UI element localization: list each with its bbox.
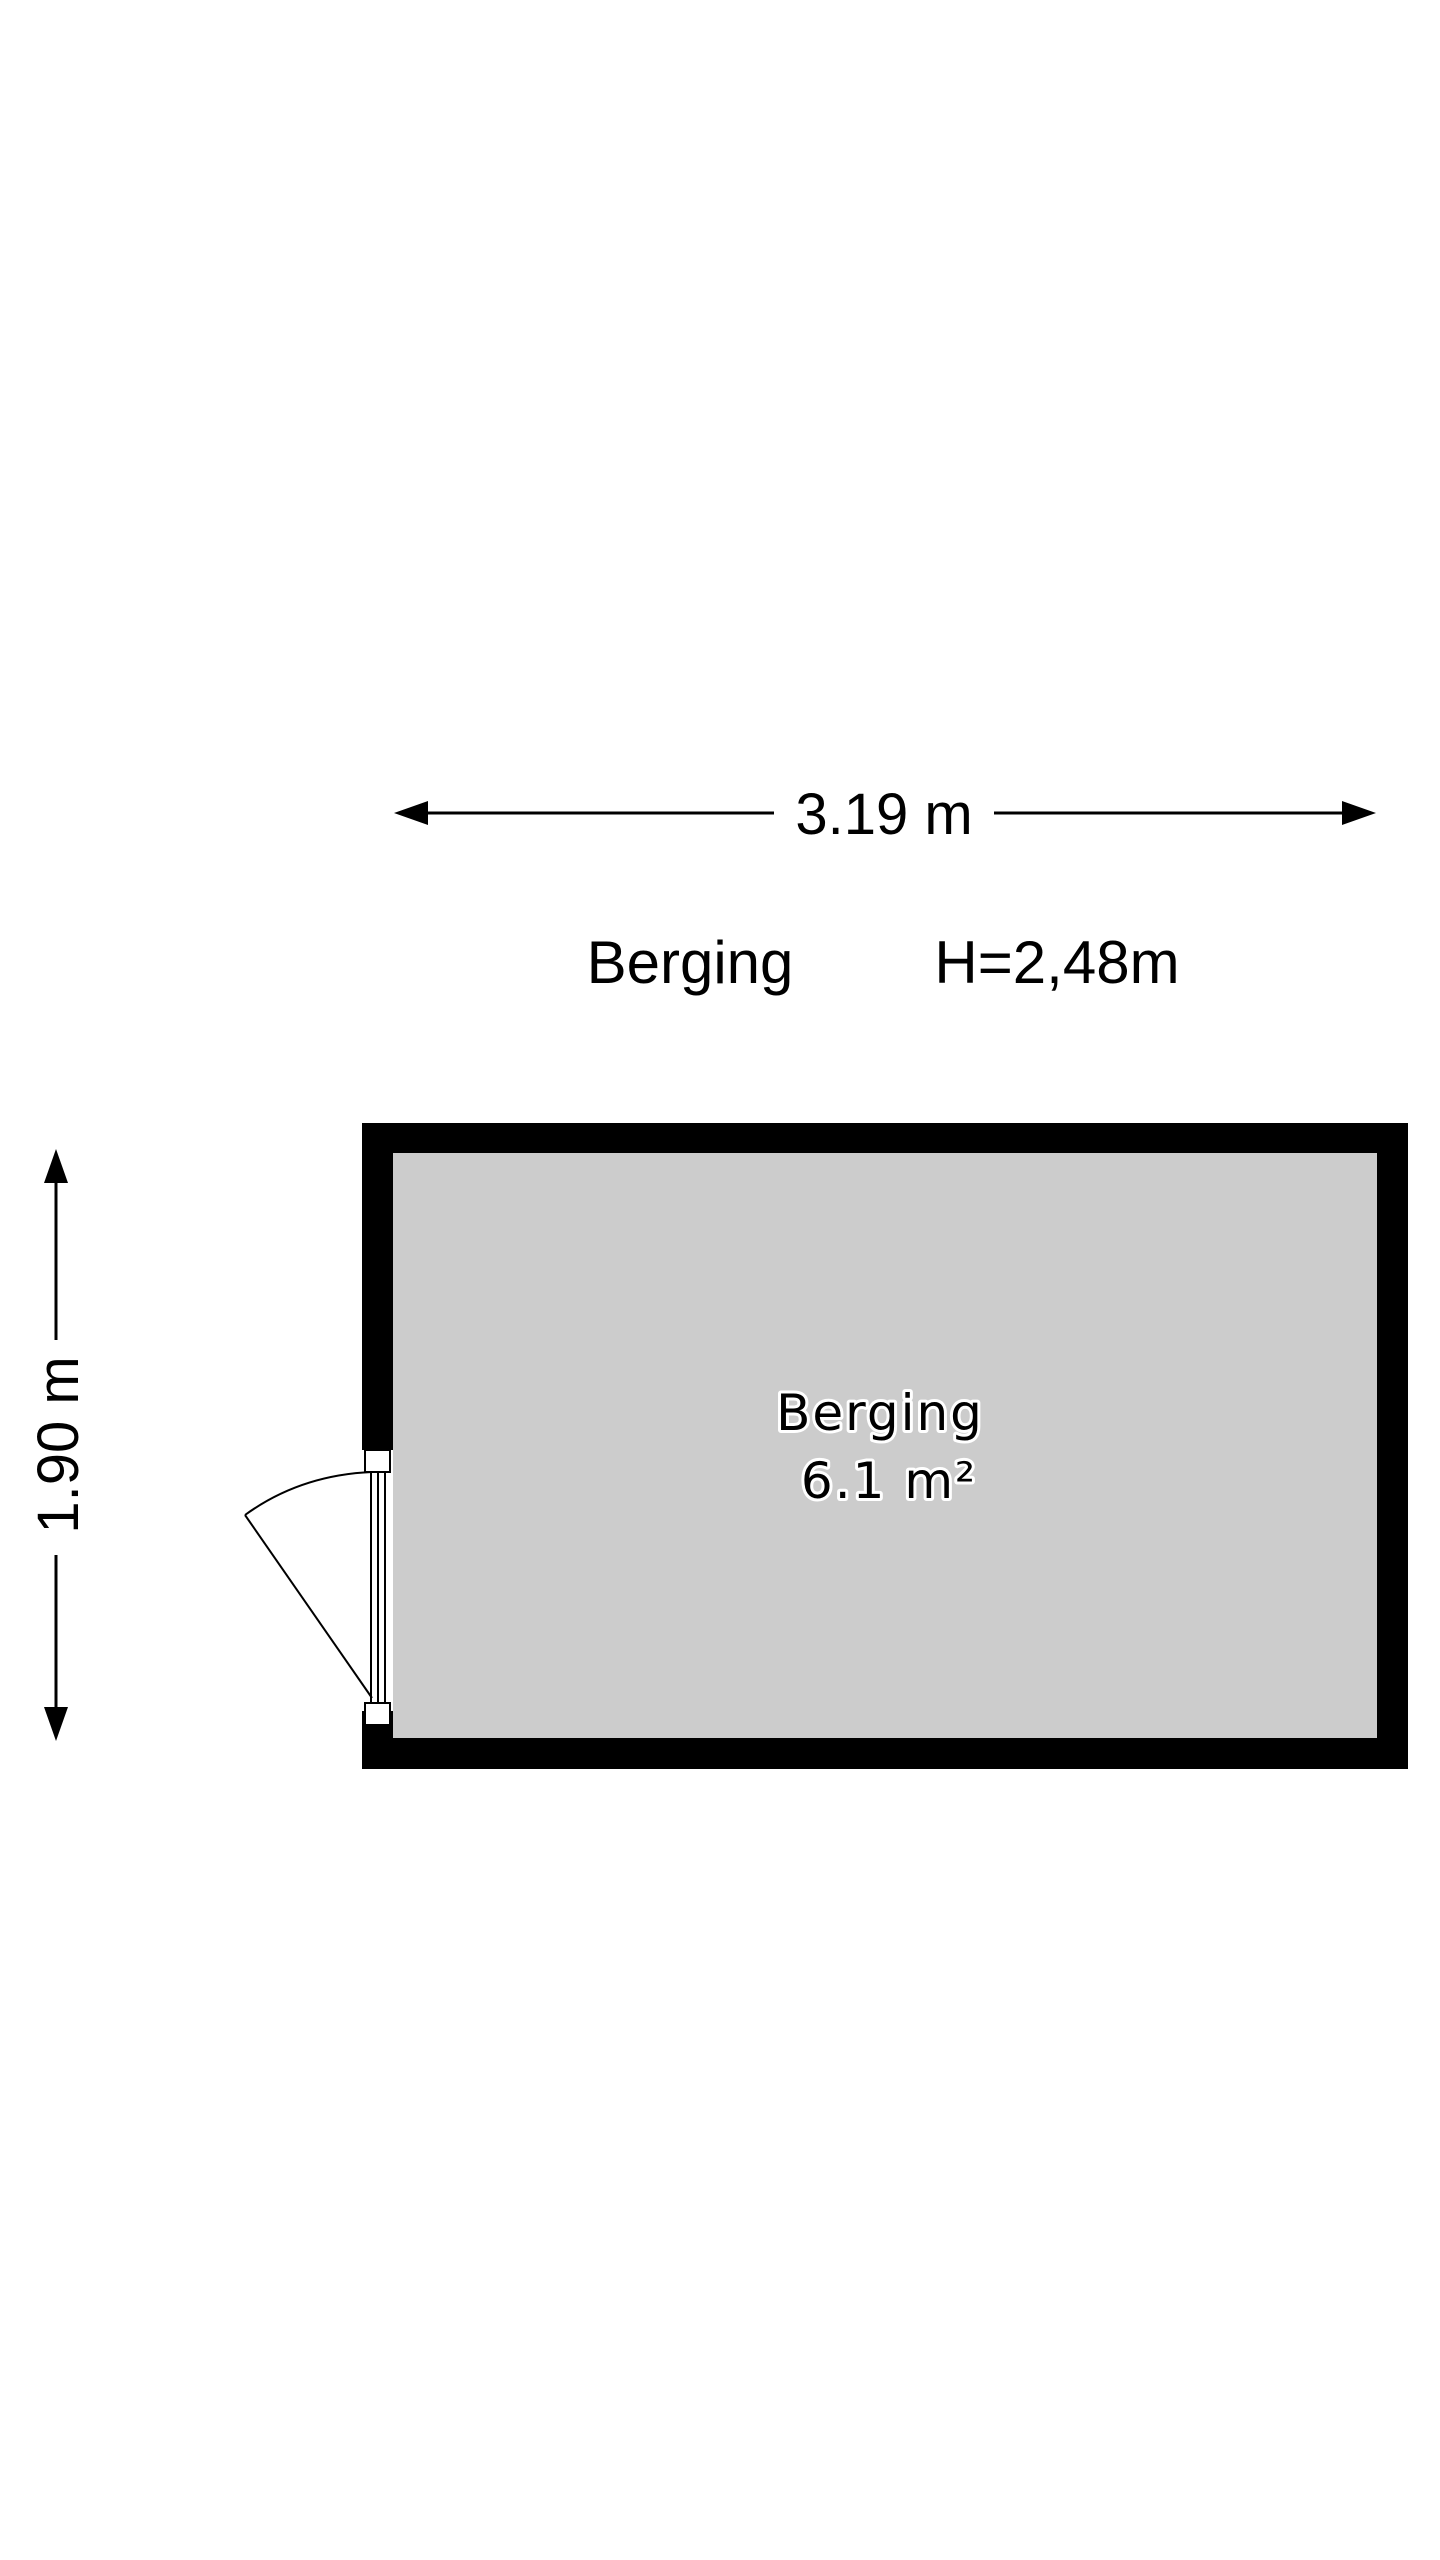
room-name-label: Berging bbox=[776, 1384, 984, 1442]
door-swing-arc bbox=[244, 1471, 373, 1516]
width-arrow-right-icon bbox=[1342, 801, 1376, 825]
height-arrow-bottom-icon bbox=[44, 1707, 68, 1741]
room-area-label: 6.1 m² bbox=[801, 1452, 977, 1510]
door-jamb-top bbox=[364, 1449, 391, 1473]
width-arrow-left-icon bbox=[394, 801, 428, 825]
room-floor bbox=[393, 1153, 1377, 1738]
width-dimension-label: 3.19 m bbox=[795, 782, 972, 847]
room-berging: Berging 6.1 m² bbox=[244, 1123, 1408, 1769]
door-leaf bbox=[244, 1514, 373, 1699]
ceiling-height-label: H=2,48m bbox=[934, 929, 1179, 996]
header-room-name: Berging bbox=[587, 929, 794, 996]
height-arrow-top-icon bbox=[44, 1149, 68, 1183]
door-jamb-bottom bbox=[364, 1702, 391, 1726]
width-dimension: 3.19 m bbox=[394, 782, 1376, 847]
height-dimension: 1.90 m bbox=[26, 1149, 91, 1741]
height-dimension-label: 1.90 m bbox=[26, 1356, 91, 1533]
